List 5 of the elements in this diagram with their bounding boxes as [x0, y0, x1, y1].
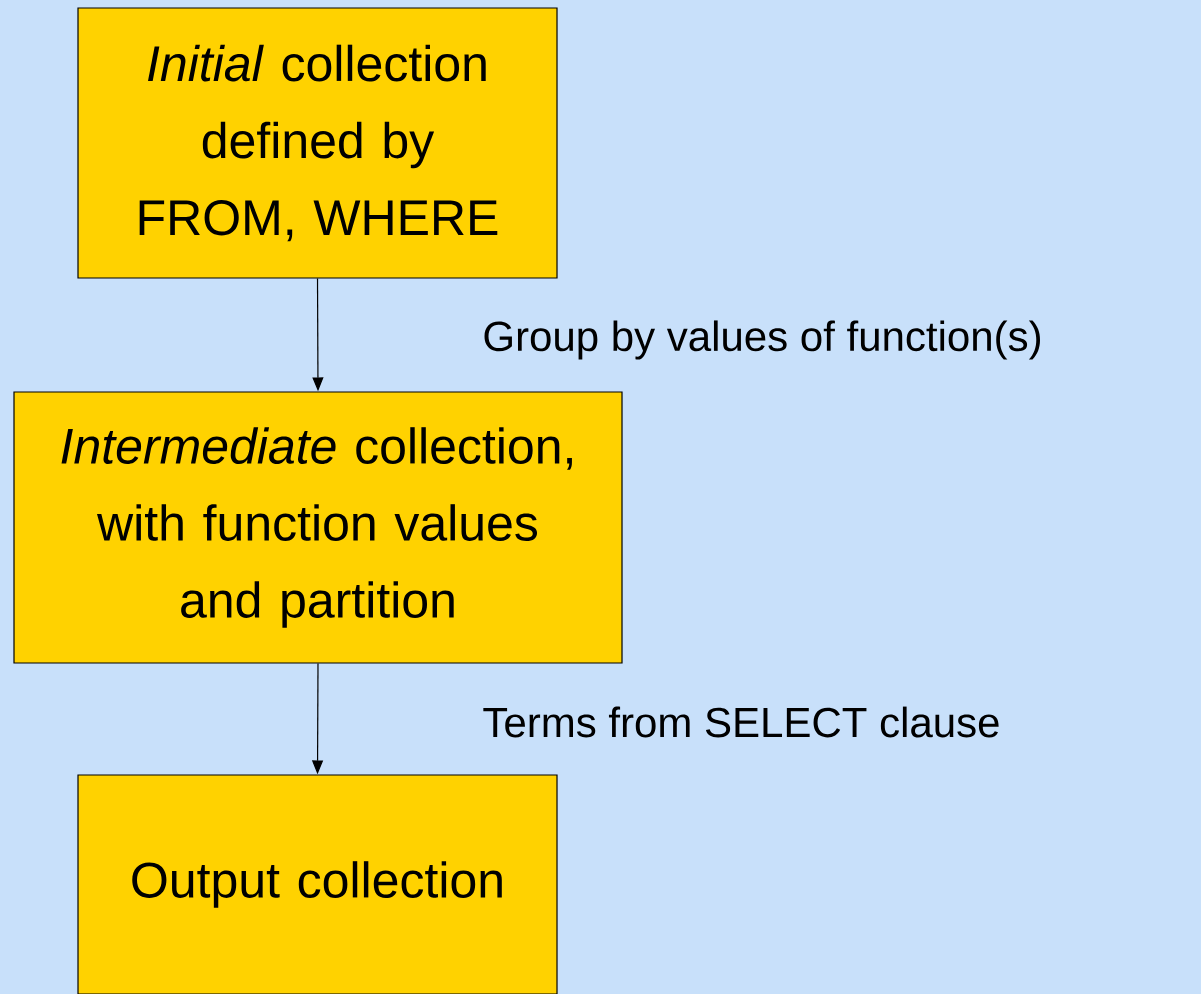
edge-label: Group by values of function(s): [484, 320, 1040, 360]
edge-label: Terms from SELECT clause: [483, 706, 999, 738]
process-box: Intermediate collection, with function values and partition: [13, 391, 623, 664]
process-box: Initial collection defined by FROM, WHERE: [77, 7, 558, 279]
process-box: Output collection: [77, 774, 558, 994]
